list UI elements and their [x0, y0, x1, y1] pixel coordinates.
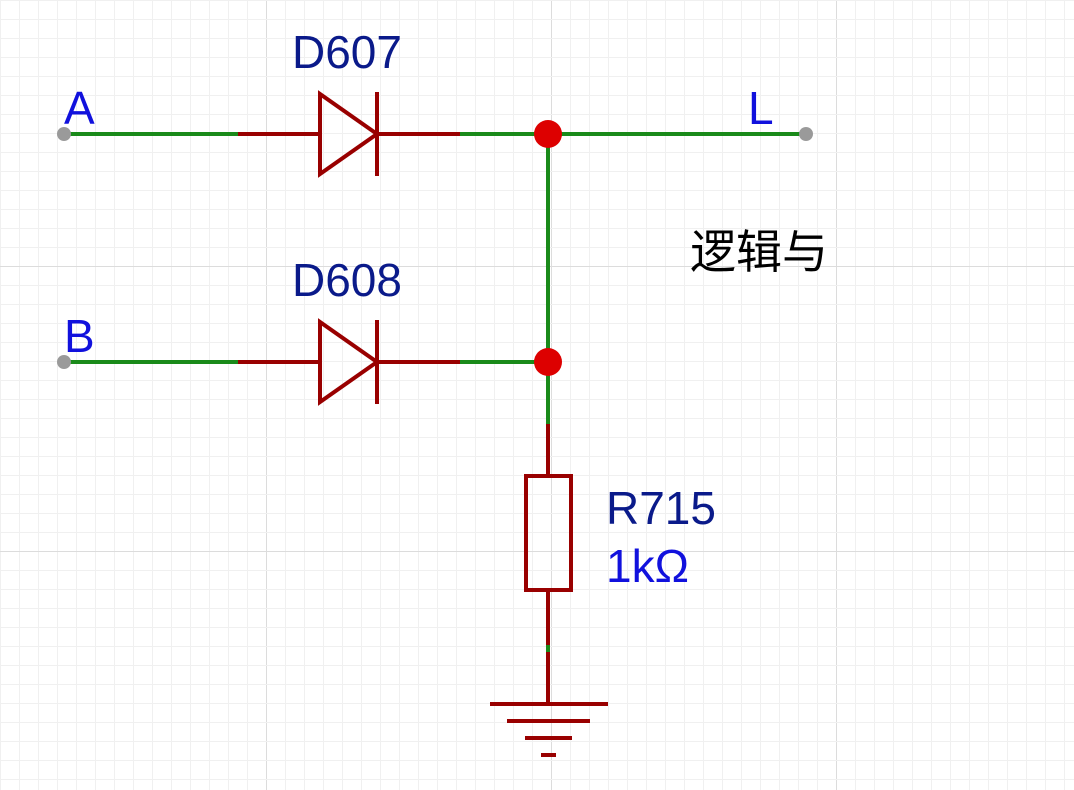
resistor-value: 1kΩ — [606, 540, 689, 592]
port-a-pin[interactable] — [57, 127, 71, 141]
port-a-label: A — [64, 82, 95, 134]
diode-d607[interactable] — [238, 90, 460, 178]
diode-d607-designator: D607 — [292, 26, 402, 78]
port-l-label: L — [748, 82, 774, 134]
port-b-pin[interactable] — [57, 355, 71, 369]
port-b-label: B — [64, 310, 95, 362]
resistor-r715[interactable] — [524, 424, 573, 645]
port-l-pin[interactable] — [799, 127, 813, 141]
diode-d608-designator: D608 — [292, 254, 402, 306]
junction-node-bottom[interactable] — [534, 348, 562, 376]
wires — [64, 132, 806, 652]
junction-node-top[interactable] — [534, 120, 562, 148]
ground-symbol[interactable] — [490, 652, 608, 757]
circuit-caption: 逻辑与 — [690, 225, 828, 279]
resistor-designator: R715 — [606, 482, 716, 534]
diode-d608[interactable] — [238, 318, 460, 406]
